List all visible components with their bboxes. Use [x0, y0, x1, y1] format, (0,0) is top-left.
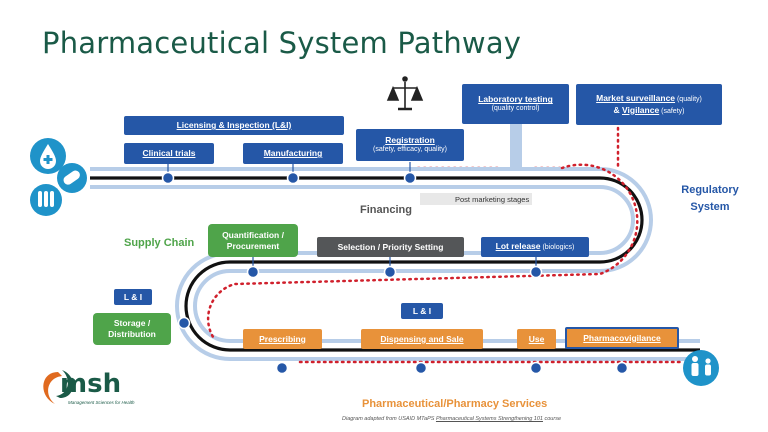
manufacturing-label: Manufacturing: [263, 148, 323, 159]
use-box: Use: [517, 329, 556, 349]
msh-logo-text: msh: [60, 369, 122, 399]
clinical-trials-label: Clinical trials: [142, 148, 196, 159]
market-surveillance-box: Market surveillance (quality) & Vigilanc…: [576, 84, 722, 125]
li-left-label: L & I: [123, 291, 143, 302]
li-mid-box: L & I: [401, 303, 443, 319]
footer-link[interactable]: Pharmaceutical Systems Strengthening 101: [435, 416, 543, 422]
pharmacovigilance-label: Pharmacovigilance: [583, 332, 661, 343]
manufacturing-box: Manufacturing: [243, 143, 343, 164]
node-quantification: [246, 265, 260, 279]
lab-connector: [510, 124, 522, 176]
registration-sub: (safety, efficacy, quality): [373, 145, 447, 153]
node-clinical: [161, 171, 175, 185]
nodes: [161, 171, 629, 375]
lot-release-box: Lot release (biologics): [481, 237, 589, 257]
dispensing-box: Dispensing and Sale: [361, 329, 483, 349]
lot-release-label: Lot release: [495, 241, 541, 252]
licensing-box: Licensing & Inspection (L&I): [124, 116, 344, 135]
regulatory-line2: System: [690, 201, 730, 213]
registration-label: Registration: [385, 135, 435, 146]
storage-label: Storage / Distribution: [108, 318, 156, 339]
post-marketing-dots-curve: [206, 163, 639, 342]
storage-box: Storage / Distribution: [93, 313, 171, 345]
vigilance-sub: (safety): [659, 107, 685, 115]
patients-icon: [683, 350, 719, 386]
financing-label: Financing: [360, 204, 412, 216]
licensing-label: Licensing & Inspection (L&I): [176, 120, 292, 131]
footer-suffix: course: [542, 416, 562, 422]
lab-testing-label: Laboratory testing: [478, 94, 553, 105]
selection-box: Selection / Priority Setting: [317, 237, 464, 257]
msh-tagline: Management Sciences for Health: [68, 400, 135, 405]
quantification-box: Quantification / Procurement: [208, 224, 298, 257]
vigilance-label: Vigilance: [622, 104, 660, 115]
quantification-label: Quantification / Procurement: [222, 229, 284, 251]
dispensing-label: Dispensing and Sale: [380, 333, 464, 344]
node-use: [529, 361, 543, 375]
node-dispensing: [414, 361, 428, 375]
node-storage: [177, 316, 191, 330]
node-prescribing: [275, 361, 289, 375]
prescribing-label: Prescribing: [259, 333, 306, 344]
clinical-trials-box: Clinical trials: [124, 143, 214, 164]
medicine-icon: [30, 138, 87, 216]
lab-testing-box: Laboratory testing (quality control): [462, 84, 569, 124]
page-title: Pharmaceutical System Pathway: [42, 26, 522, 60]
node-selection: [383, 265, 397, 279]
li-left-box: L & I: [114, 289, 152, 305]
node-lot-release: [529, 265, 543, 279]
node-manufacturing: [286, 171, 300, 185]
lab-testing-sub: (quality control): [491, 104, 540, 112]
lot-release-sub: (biologics): [540, 244, 575, 252]
pharmacovigilance-box: Pharmacovigilance: [565, 327, 679, 349]
footer-credit: Diagram adapted from USAID MTaPS Pharmac…: [342, 416, 561, 422]
registration-box: Registration (safety, efficacy, quality): [356, 129, 464, 161]
selection-label: Selection / Priority Setting: [337, 241, 444, 252]
prescribing-box: Prescribing: [243, 329, 322, 349]
regulatory-line1: Regulatory: [681, 184, 739, 196]
post-marketing-label: Post marketing stages: [455, 194, 530, 204]
node-pharmacovigilance: [615, 361, 629, 375]
market-surveillance-sub: (quality): [675, 95, 702, 103]
supply-chain-label: Supply Chain: [124, 237, 195, 249]
footer-prefix: Diagram adapted from USAID MTaPS: [342, 416, 436, 422]
node-registration: [403, 171, 417, 185]
pharmacy-services-label: Pharmaceutical/Pharmacy Services: [362, 398, 548, 410]
use-label: Use: [528, 333, 545, 344]
market-amp: &: [613, 104, 623, 115]
regulatory-system-label: Regulatory System: [680, 184, 740, 213]
li-mid-label: L & I: [412, 305, 432, 316]
msh-logo-icon: [43, 370, 74, 404]
post-marketing-legend: Post marketing stages: [420, 193, 532, 205]
road-line: [90, 176, 700, 352]
scales-icon: [386, 76, 424, 111]
market-surveillance-label: Market surveillance: [596, 92, 676, 103]
